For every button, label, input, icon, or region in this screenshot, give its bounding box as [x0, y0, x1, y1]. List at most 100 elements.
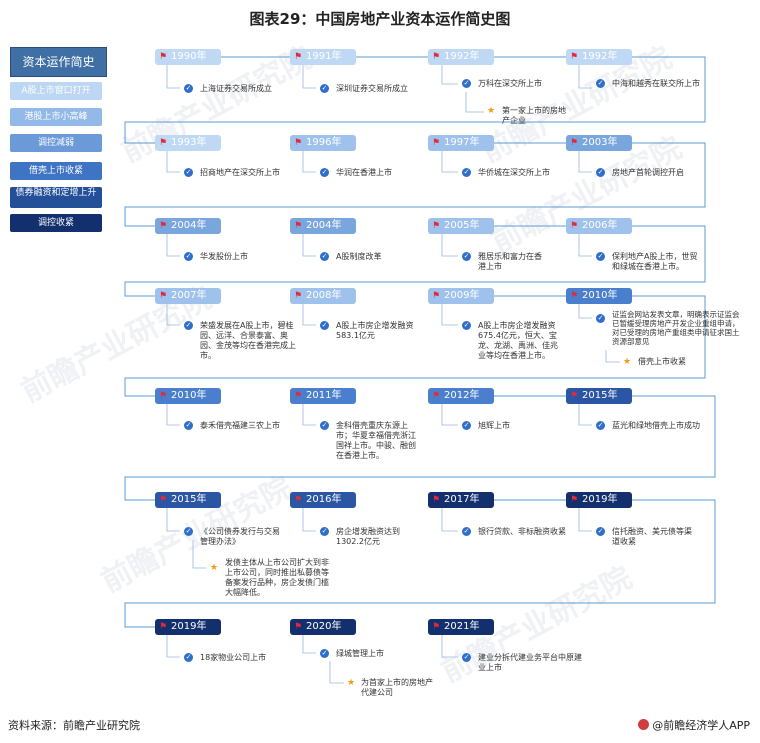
event-text: 房地产首轮调控开启 [612, 168, 684, 177]
legend-item-hk-peak: 港股上市小高峰 [10, 108, 102, 126]
flag-icon: ⚑ [159, 622, 168, 632]
event-note: 为首家上市的房地产代建公司 [361, 678, 433, 697]
check-icon: ✓ [596, 252, 605, 261]
year-label: ⚑2010年 [155, 388, 221, 404]
flag-icon: ⚑ [159, 52, 168, 62]
check-icon: ✓ [320, 168, 329, 177]
check-icon: ✓ [462, 252, 471, 261]
event-text: 华润在香港上市 [336, 168, 392, 177]
event-text: 华发股份上市 [200, 252, 248, 261]
event-note: 第一家上市的房地产企业 [502, 106, 566, 125]
year-label: ⚑2017年 [428, 492, 494, 508]
brand-text: @前瞻经济学人APP [652, 719, 750, 732]
year-label: ⚑2016年 [290, 492, 356, 508]
check-icon: ✓ [462, 421, 471, 430]
star-icon: ★ [347, 678, 356, 688]
check-icon: ✓ [462, 653, 471, 662]
year-label: ⚑1997年 [428, 135, 494, 151]
year-label: ⚑2019年 [155, 619, 221, 635]
year-label: ⚑2008年 [290, 288, 356, 304]
year-label: ⚑2007年 [155, 288, 221, 304]
event-text: A股上市房企增发融资675.4亿元，恒大、宝龙、龙湖、禹洲、佳兆业等均在香港上市… [478, 321, 558, 360]
check-icon: ✓ [184, 653, 193, 662]
flag-icon: ⚑ [159, 495, 168, 505]
star-icon: ★ [623, 357, 632, 367]
year-label: ⚑2010年 [566, 288, 632, 304]
event-text: 金科借壳重庆东源上市；华夏幸福借壳浙江国祥上市。中骏、融创在香港上市。 [336, 421, 416, 460]
flag-icon: ⚑ [294, 52, 303, 62]
flag-icon: ⚑ [159, 138, 168, 148]
year-label: ⚑2011年 [290, 388, 356, 404]
event-text: 上海证券交易所成立 [200, 84, 272, 93]
check-icon: ✓ [320, 527, 329, 536]
legend-item-control-tighten: 调控收紧 [10, 214, 102, 232]
event-text: 泰禾借壳福建三农上市 [200, 421, 280, 430]
event-text: 中海和越秀在联交所上市 [612, 79, 700, 88]
flag-icon: ⚑ [432, 622, 441, 632]
event-text: A股上市房企增发融资583.1亿元 [336, 321, 414, 340]
legend-item-a-share-window: A股上市窗口打开 [10, 82, 102, 100]
source-note: 资料来源：前瞻产业研究院 [8, 719, 140, 732]
event-text: 房企增发融资达到1302.2亿元 [336, 527, 400, 546]
year-label: ⚑2020年 [290, 619, 356, 635]
year-label: ⚑2006年 [566, 218, 632, 234]
legend-item-bond-financing: 债券融资和定增上升 [10, 187, 102, 208]
flag-icon: ⚑ [294, 291, 303, 301]
check-icon: ✓ [184, 84, 193, 93]
chart-title: 图表29：中国房地产业资本运作简史图 [249, 10, 511, 28]
flag-icon: ⚑ [294, 391, 303, 401]
legend-heading: 资本运作简史 [10, 47, 107, 77]
check-icon: ✓ [596, 421, 605, 430]
event-text: 万科在深交所上市 [478, 79, 542, 88]
check-icon: ✓ [184, 527, 193, 536]
year-label: ⚑1992年 [428, 49, 494, 65]
flag-icon: ⚑ [570, 291, 579, 301]
check-icon: ✓ [184, 421, 193, 430]
flag-icon: ⚑ [570, 391, 579, 401]
check-icon: ✓ [184, 168, 193, 177]
event-text: A股制度改革 [336, 252, 382, 261]
event-text: 荣盛发展在A股上市，碧桂园、远洋、合景泰富、奥园、金茂等均在香港完成上市。 [200, 321, 296, 360]
flag-icon: ⚑ [159, 391, 168, 401]
flag-icon: ⚑ [570, 221, 579, 231]
check-icon: ✓ [184, 321, 193, 330]
flag-icon: ⚑ [570, 495, 579, 505]
flag-icon: ⚑ [294, 622, 303, 632]
flag-icon: ⚑ [570, 52, 579, 62]
flag-icon: ⚑ [432, 221, 441, 231]
year-label: ⚑2005年 [428, 218, 494, 234]
check-icon: ✓ [462, 168, 471, 177]
year-label: ⚑2003年 [566, 135, 632, 151]
year-label: ⚑1993年 [155, 135, 221, 151]
flag-icon: ⚑ [159, 221, 168, 231]
brand-footer: @前瞻经济学人APP [638, 717, 750, 733]
year-label: ⚑2019年 [566, 492, 632, 508]
legend-item-control-weaken: 调控减弱 [10, 134, 102, 152]
event-note: 借壳上市收紧 [638, 357, 686, 366]
year-label: ⚑2015年 [155, 492, 221, 508]
check-icon: ✓ [320, 84, 329, 93]
check-icon: ✓ [596, 314, 605, 323]
check-icon: ✓ [596, 527, 605, 536]
flag-icon: ⚑ [432, 291, 441, 301]
check-icon: ✓ [596, 168, 605, 177]
flag-icon: ⚑ [159, 291, 168, 301]
star-icon: ★ [487, 106, 496, 116]
event-text: 《公司债券发行与交易管理办法》 [200, 527, 280, 546]
year-label: ⚑2004年 [290, 218, 356, 234]
event-text: 银行贷款、非标融资收紧 [478, 527, 566, 536]
event-text: 华侨城在深交所上市 [478, 168, 550, 177]
check-icon: ✓ [320, 252, 329, 261]
year-label: ⚑2021年 [428, 619, 494, 635]
year-label: ⚑1996年 [290, 135, 356, 151]
year-label: ⚑1991年 [290, 49, 356, 65]
event-text: 招商地产在深交所上市 [200, 168, 280, 177]
flag-icon: ⚑ [570, 138, 579, 148]
check-icon: ✓ [320, 421, 329, 430]
check-icon: ✓ [462, 79, 471, 88]
year-label: ⚑2009年 [428, 288, 494, 304]
brand-logo-icon [638, 719, 650, 730]
flag-icon: ⚑ [294, 495, 303, 505]
year-label: ⚑2004年 [155, 218, 221, 234]
